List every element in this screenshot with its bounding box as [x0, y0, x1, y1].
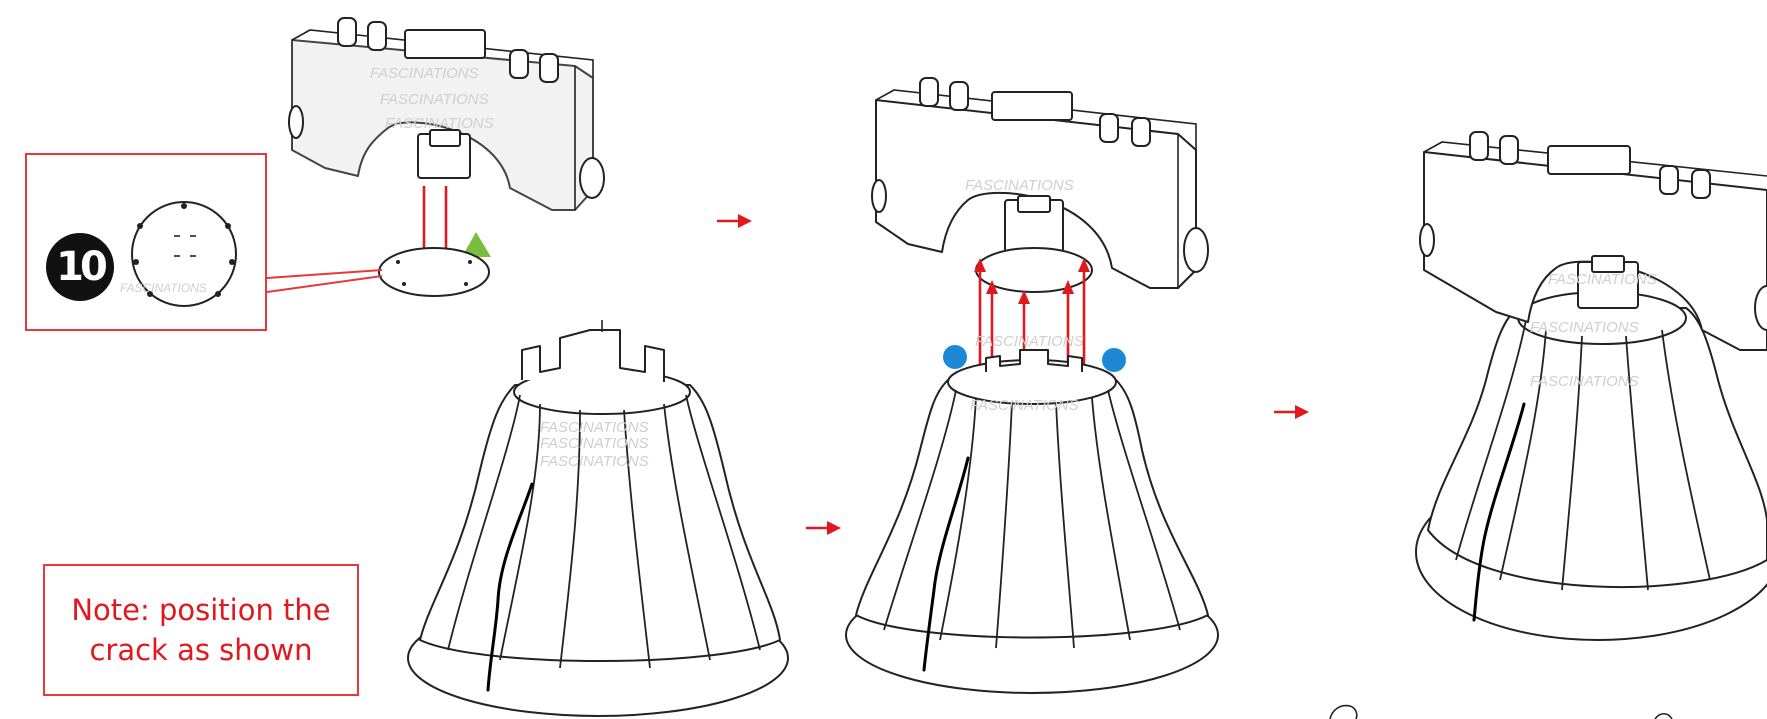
watermark-text: FASCINATIONS [540, 453, 649, 470]
watermark-text: FASCINATIONS [540, 435, 649, 452]
partial-part [1329, 704, 1358, 719]
note-text: Note: position the crack as shown [71, 593, 331, 667]
watermark-text: FASCINATIONS [1548, 271, 1657, 288]
step-callout-box [25, 153, 267, 331]
watermark-text: FASCINATIONS [540, 419, 649, 436]
panel-3: FASCINATIONS FASCINATIONS FASCINATIONS [1415, 131, 1767, 641]
knob-row-2 [919, 77, 1151, 147]
bell-crack [922, 456, 970, 672]
yoke-frame-2: FASCINATIONS [871, 77, 1209, 289]
note-box: Note: position the crack as shown [43, 564, 359, 696]
partial-part [1654, 712, 1673, 719]
yoke-frame-1: FASCINATIONS FASCINATIONS FASCINATIONS [288, 17, 605, 211]
bell-body-1: FASCINATIONS FASCINATIONS FASCINATIONS [407, 320, 789, 717]
callout-leader [266, 269, 383, 279]
step-arrow-3 [1274, 405, 1309, 419]
knob-row-3 [1469, 131, 1711, 199]
watermark-text: FASCINATIONS [120, 281, 207, 295]
step-arrow-1 [717, 214, 752, 228]
green-triangle-marker [462, 232, 491, 257]
bell-body-3: FASCINATIONS FASCINATIONS [1415, 291, 1767, 641]
watermark-text: FASCINATIONS [1530, 319, 1639, 336]
bell-body-2: FASCINATIONS FASCINATIONS [845, 333, 1219, 694]
watermark-text: FASCINATIONS [975, 333, 1084, 350]
blue-dot-marker [1102, 348, 1126, 372]
watermark-text: FASCINATIONS [970, 397, 1079, 414]
knob-row-1 [337, 17, 559, 83]
insert-arrows-2 [974, 258, 1090, 364]
step-arrow-2 [806, 521, 841, 535]
panel-1: FASCINATIONS FASCINATIONS FASCINATIONS [288, 17, 789, 717]
panel-2: FASCINATIONS [845, 77, 1219, 694]
bell-crack [486, 482, 534, 692]
blue-dot-marker [943, 345, 967, 369]
step-number-badge: 10 [46, 233, 114, 301]
crown-plate-detail: FASCINATIONS [120, 201, 237, 307]
callout-leader [266, 275, 383, 293]
bell-crack [1472, 402, 1526, 622]
watermark-text: FASCINATIONS [370, 65, 479, 82]
watermark-text: FASCINATIONS [1530, 373, 1639, 390]
watermark-text: FASCINATIONS [380, 91, 489, 108]
yoke-frame-3: FASCINATIONS [1419, 131, 1767, 351]
watermark-text: FASCINATIONS [965, 177, 1074, 194]
watermark-text: FASCINATIONS [385, 115, 494, 132]
crown-plate-1 [378, 247, 490, 297]
